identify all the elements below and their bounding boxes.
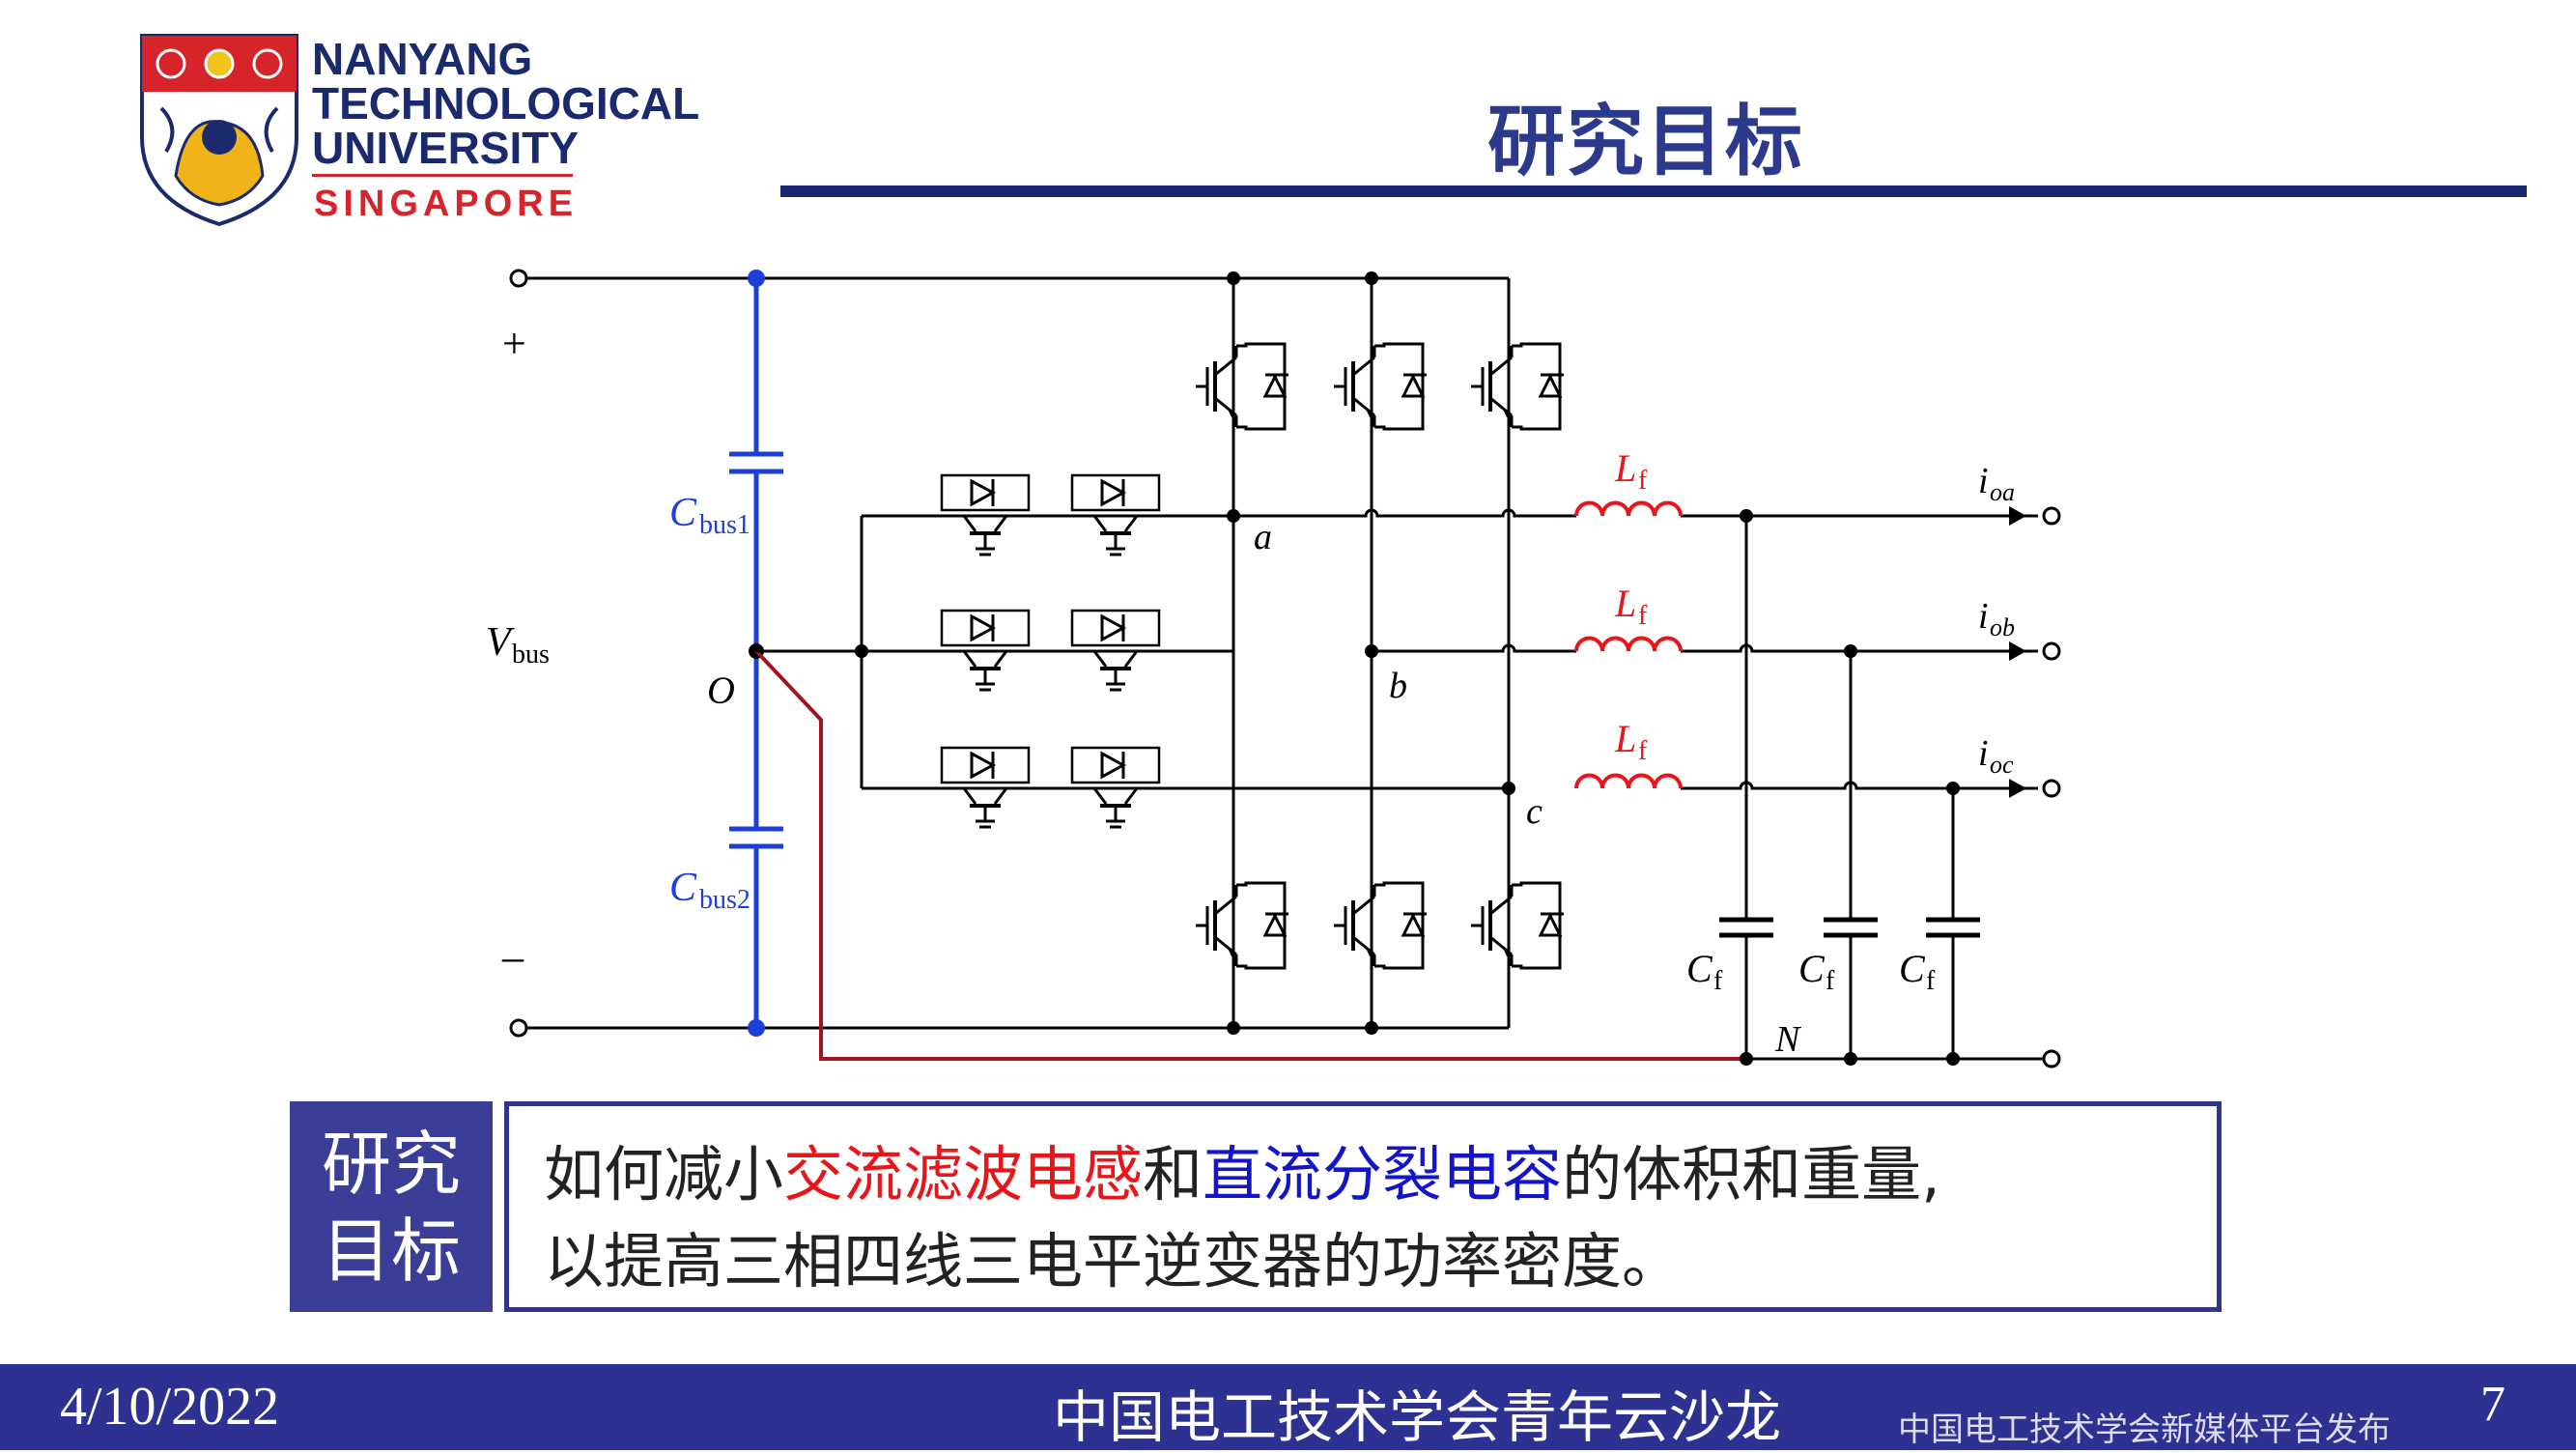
current-ioc-subscript: oc xyxy=(1990,751,2014,779)
lf-subscript-a: f xyxy=(1638,466,1648,496)
cf-label-c: C xyxy=(1899,947,1926,990)
goal-seg3: 和 xyxy=(1143,1139,1203,1210)
node-b-label: b xyxy=(1389,666,1407,706)
goal-seg5: 的体积和重量, xyxy=(1562,1139,1940,1210)
footer-date: 4/10/2022 xyxy=(60,1377,280,1437)
current-ioa-subscript: oa xyxy=(1990,478,2015,506)
university-name-line3: UNIVERSITY xyxy=(312,123,580,173)
goal-label-line1: 研究 xyxy=(321,1124,461,1205)
current-iob-label: i xyxy=(1978,596,1989,637)
cf-label-a: C xyxy=(1686,947,1713,990)
node-n-label: N xyxy=(1774,1019,1802,1060)
goal-label-line2: 目标 xyxy=(321,1211,461,1292)
current-ioc-label: i xyxy=(1978,733,1989,774)
node-c-label: c xyxy=(1526,791,1543,832)
cf-subscript-c: f xyxy=(1926,966,1936,996)
current-iob-subscript: ob xyxy=(1990,613,2015,641)
goal-label: 研究 目标 xyxy=(290,1101,493,1312)
page-number: 7 xyxy=(2480,1377,2505,1432)
cbus2-label: C xyxy=(669,866,697,910)
goal-dc-capacitor: 直流分裂电容 xyxy=(1203,1139,1563,1210)
lf-label-a: L xyxy=(1614,446,1636,490)
vbus-subscript: bus xyxy=(512,640,550,670)
ntu-logo xyxy=(140,34,298,227)
cbus2-subscript: bus2 xyxy=(699,885,750,915)
goal-line1: 如何减小交流滤波电感和直流分裂电容的体积和重量, xyxy=(544,1131,2217,1218)
university-name-line2: TECHNOLOGICAL xyxy=(312,78,700,128)
university-name-line1: NANYANG xyxy=(312,34,533,84)
lf-label-b: L xyxy=(1614,582,1636,625)
slide-title: 研究目标 xyxy=(1487,97,1804,186)
footer-publisher: 中国电工技术学会新媒体平台发布 xyxy=(1898,1410,2391,1449)
university-divider xyxy=(312,174,573,177)
goal-ac-inductor: 交流滤波电感 xyxy=(783,1139,1144,1210)
cf-label-b: C xyxy=(1798,947,1826,990)
lf-subscript-b: f xyxy=(1638,601,1648,631)
goal-statement: 如何减小交流滤波电感和直流分裂电容的体积和重量, 以提高三相四线三电平逆变器的功… xyxy=(504,1101,2222,1312)
lf-label-c: L xyxy=(1614,717,1636,760)
title-underline xyxy=(780,185,2527,197)
three-phase-four-wire-inverter-diagram: + – V bus C bus1 C bus2 O a b c N L f L … xyxy=(486,269,2061,1068)
footer-bar: 4/10/2022 中国电工技术学会青年云沙龙 中国电工技术学会新媒体平台发布 … xyxy=(0,1364,2576,1450)
current-ioa-label: i xyxy=(1978,461,1989,501)
cbus1-subscript: bus1 xyxy=(699,510,750,540)
node-a-label: a xyxy=(1254,517,1272,557)
cbus1-label: C xyxy=(669,491,697,535)
cf-subscript-a: f xyxy=(1713,966,1723,996)
node-o-label: O xyxy=(707,669,735,712)
goal-line2: 以提高三相四线三电平逆变器的功率密度。 xyxy=(544,1226,1683,1296)
dc-negative-label: – xyxy=(501,933,524,981)
vbus-label: V xyxy=(486,620,515,665)
lf-subscript-c: f xyxy=(1638,736,1648,766)
footer-organization: 中国电工技术学会青年云沙龙 xyxy=(1053,1384,1782,1450)
dc-positive-label: + xyxy=(502,320,526,367)
cf-subscript-b: f xyxy=(1826,966,1835,996)
university-location: SINGAPORE xyxy=(314,184,579,224)
goal-seg1: 如何减小 xyxy=(544,1139,784,1210)
